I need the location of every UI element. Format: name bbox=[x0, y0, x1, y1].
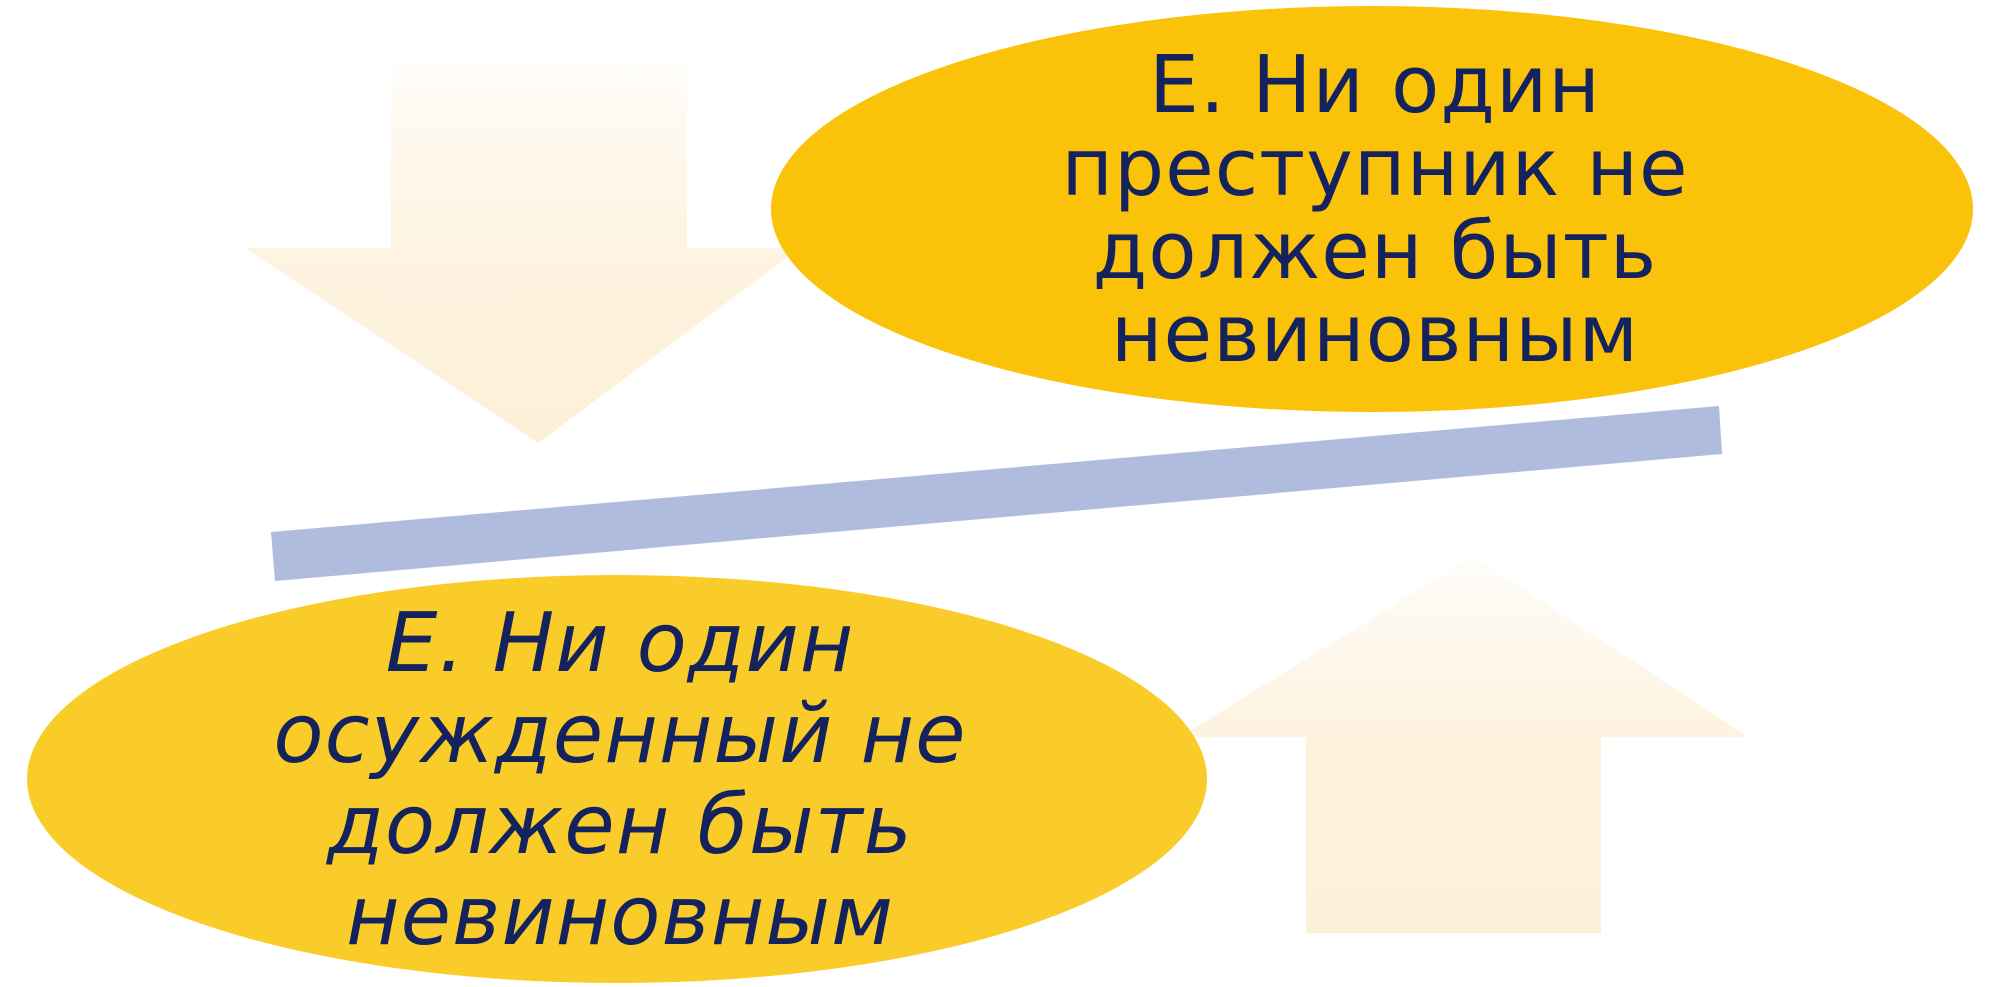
bottom-statement-line: невиновным bbox=[345, 869, 894, 964]
top-statement-line: преступник не bbox=[1061, 122, 1689, 214]
bottom-statement-line: должен быть bbox=[327, 778, 913, 873]
top-statement-line: E. Ни один bbox=[1149, 39, 1601, 131]
arrow-down-icon bbox=[245, 65, 800, 443]
bottom-statement-text: E. Ни один осужденный не должен быть нев… bbox=[110, 596, 1130, 964]
bottom-statement-ellipse bbox=[27, 575, 1207, 983]
bottom-statement-line: осужденный не bbox=[273, 687, 967, 782]
top-statement-line: невиновным bbox=[1110, 288, 1640, 380]
arrow-up-icon bbox=[1180, 556, 1748, 933]
top-statement-line: должен быть bbox=[1092, 205, 1658, 297]
divider-bar bbox=[271, 406, 1722, 581]
top-statement-text: E. Ни один преступник не должен быть нев… bbox=[820, 40, 1930, 380]
top-statement-ellipse bbox=[771, 6, 1973, 412]
bottom-statement-line: E. Ни один bbox=[385, 596, 855, 691]
